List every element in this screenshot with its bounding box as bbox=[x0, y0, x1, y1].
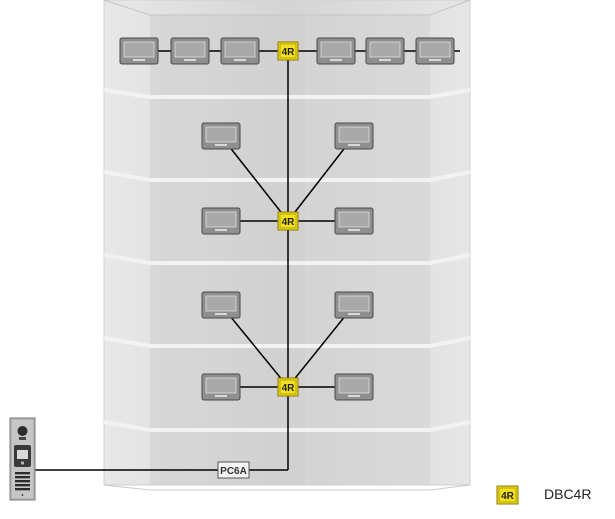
camera-icon bbox=[17, 426, 28, 436]
door-station bbox=[9, 417, 36, 501]
indoor-monitor-icon bbox=[119, 37, 159, 65]
indoor-monitor-icon bbox=[201, 122, 241, 150]
building bbox=[103, 0, 471, 491]
indoor-monitor-icon bbox=[220, 37, 260, 65]
indoor-monitor-icon bbox=[316, 37, 356, 65]
keypad-icon bbox=[15, 472, 30, 491]
indoor-monitor-icon bbox=[334, 373, 374, 401]
legend-label: DBC4R bbox=[544, 486, 592, 502]
indoor-monitor-icon bbox=[201, 373, 241, 401]
indoor-monitor-icon bbox=[334, 207, 374, 235]
indoor-monitor-icon bbox=[201, 291, 241, 319]
legend-symbol: 4R bbox=[496, 485, 519, 505]
power-supply-pc6a: PC6A bbox=[217, 461, 250, 479]
distributor-label: 4R bbox=[282, 383, 296, 394]
power-supply-label: PC6A bbox=[220, 466, 247, 477]
indoor-monitor-icon bbox=[170, 37, 210, 65]
distributor-label: 4R bbox=[282, 47, 296, 58]
distributor-4r-icon: 4R bbox=[277, 377, 299, 397]
legend-symbol-label: 4R bbox=[501, 491, 515, 502]
monitors bbox=[119, 37, 455, 401]
indoor-monitor-icon bbox=[365, 37, 405, 65]
indoor-monitor-icon bbox=[334, 291, 374, 319]
distributors: 4R 4R 4R bbox=[277, 41, 299, 397]
indoor-monitor-icon bbox=[334, 122, 374, 150]
distributor-4r-icon: 4R bbox=[277, 41, 299, 61]
indoor-monitor-icon bbox=[201, 207, 241, 235]
distributor-label: 4R bbox=[282, 217, 296, 228]
indoor-monitor-icon bbox=[415, 37, 455, 65]
distributor-4r-icon: 4R bbox=[277, 211, 299, 231]
